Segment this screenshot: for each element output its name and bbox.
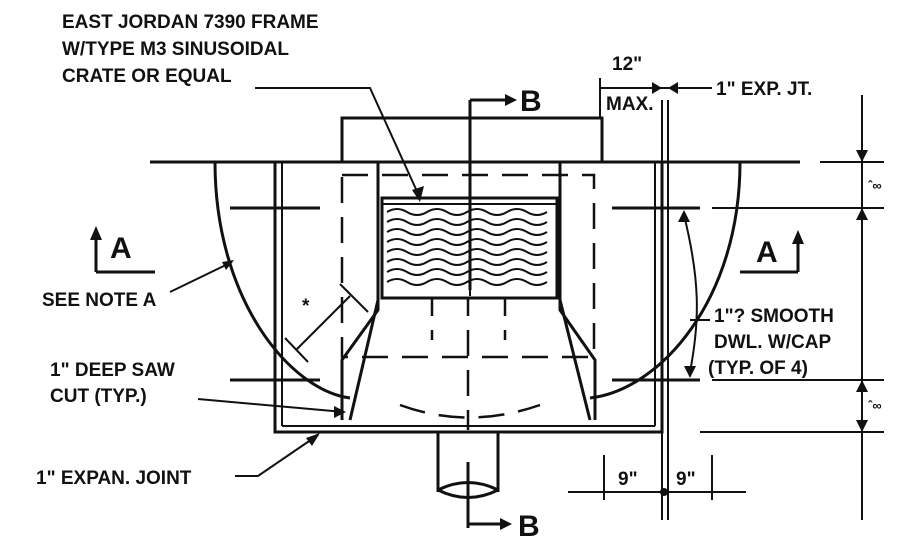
saw-cut-line-1: 1" DEEP SAW (50, 360, 175, 381)
dim-left-9: 9" (618, 469, 638, 490)
section-a-left-label: A (110, 232, 132, 265)
inner-left-wall (340, 162, 380, 420)
saw-cut-leader (197, 398, 345, 413)
dowel-leader-curve (683, 214, 698, 373)
expansion-joint-label: 1" EXPAN. JOINT (36, 468, 192, 489)
section-a-right (740, 230, 804, 274)
section-b-top-label: B (520, 85, 542, 118)
max-dim-value: 12" (612, 54, 642, 75)
frame-note-line-3: CRATE OR EQUAL (62, 66, 232, 87)
left-taper (348, 299, 380, 421)
asterisk-dim-tick-2 (339, 283, 369, 313)
bottom-dim-center-dot (660, 488, 668, 496)
side-dim-bottom: ˆ∞ (868, 398, 882, 413)
right-taper (558, 299, 592, 421)
section-a-left (90, 226, 155, 274)
dowel-note-line-2: DWL. W/CAP (714, 332, 831, 353)
frame-note-line-1: EAST JORDAN 7390 FRAME (62, 12, 319, 33)
saw-cut-arrow (334, 406, 346, 418)
inner-right-wall (558, 162, 597, 420)
exp-jt-label: 1" EXP. JT. (716, 79, 812, 100)
section-b-arrowhead-bottom (500, 518, 512, 530)
dowel-note-line-1: 1"? SMOOTH (714, 306, 834, 327)
max-dim-word: MAX. (606, 94, 654, 115)
dowel-arrow-top (678, 210, 690, 222)
left-arc (213, 161, 351, 400)
asterisk-dim-tick-1 (284, 337, 309, 363)
max-dim-arrow (652, 82, 662, 94)
section-b-arrowhead-top (505, 94, 517, 106)
dowel-arrow-bottom (684, 366, 696, 378)
dashed-frame (340, 173, 596, 359)
dim-right-9: 9" (676, 469, 696, 490)
right-dim-arrow-3 (856, 420, 868, 432)
bottom-dash-arc (399, 403, 541, 419)
exp-joint-arrow (306, 433, 320, 446)
dowel-note-line-3: (TYP. OF 4) (708, 358, 808, 379)
asterisk-label: * (302, 296, 310, 317)
frame-note-leader (255, 87, 421, 199)
section-a-right-label: A (756, 236, 778, 269)
side-dim-top: ˆ∞ (868, 178, 882, 193)
see-note-leader (169, 261, 233, 293)
section-b-bottom-label: B (518, 510, 540, 543)
right-dim-arrow-4 (856, 380, 868, 392)
saw-cut-line-2: CUT (TYP.) (50, 386, 147, 407)
right-dim-arrow-2 (856, 208, 868, 220)
frame-note-arrow (412, 186, 424, 202)
see-note-label: SEE NOTE A (42, 290, 157, 311)
frame-raised-outline (340, 116, 604, 162)
right-arc (589, 161, 742, 400)
see-note-arrow (222, 260, 234, 270)
asterisk-dim-line (295, 295, 351, 351)
right-dim-arrow-1 (856, 150, 868, 162)
exp-joint-leader (235, 434, 319, 477)
frame-note-line-2: W/TYPE M3 SINUSOIDAL (62, 39, 289, 60)
